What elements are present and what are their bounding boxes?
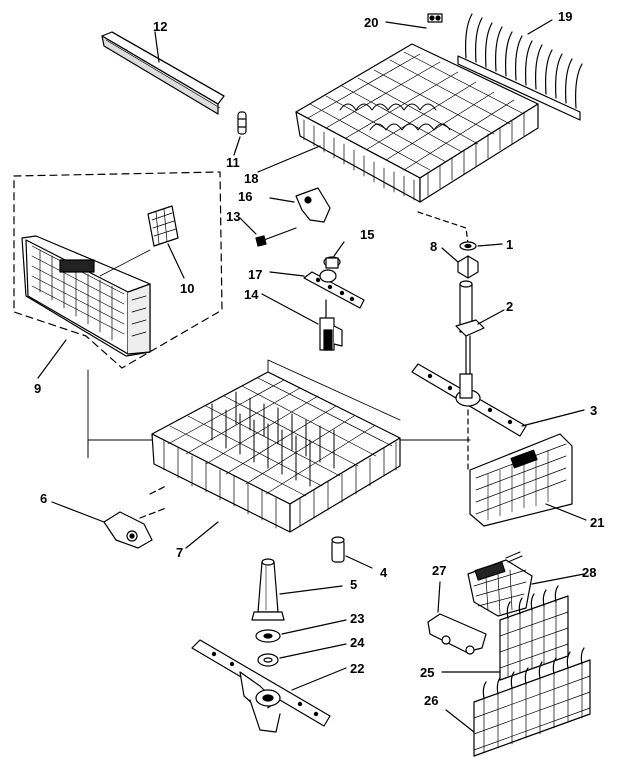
leader-19 [528, 20, 552, 34]
part-13-screw [256, 228, 296, 246]
callout-2: 2 [506, 299, 514, 314]
leader-26 [446, 710, 474, 732]
part-3-middle-spray-arm [412, 364, 526, 436]
callout-3: 3 [590, 403, 598, 418]
callout-15: 15 [360, 227, 375, 242]
callout-18: 18 [244, 171, 259, 186]
callout-20: 20 [364, 15, 379, 30]
dashed-guide-6 [140, 486, 166, 518]
leader-8 [442, 248, 458, 262]
part-10-basket-lid [148, 206, 178, 246]
callout-12: 12 [153, 19, 168, 34]
callout-7: 7 [176, 545, 184, 560]
part-8-nut [458, 256, 478, 278]
part-14-manifold [320, 300, 342, 350]
part-6-wheel-bracket [104, 512, 152, 548]
leader-20 [386, 22, 426, 28]
callout-13: 13 [226, 209, 241, 224]
part-18-upper-rack [296, 44, 538, 202]
leader-18 [258, 146, 320, 172]
part-16-bracket [296, 188, 330, 222]
callout-10: 10 [180, 281, 195, 296]
leader-21 [546, 504, 586, 520]
leader-5 [280, 586, 342, 594]
dashed-guide-upper [418, 212, 468, 244]
leader-4 [346, 556, 372, 568]
leader-22 [292, 668, 346, 690]
leader-15 [334, 242, 344, 256]
part-9-assembly-outline [14, 172, 222, 368]
part-22-lower-spray-arm [192, 640, 330, 732]
callout-16: 16 [238, 189, 253, 204]
callout-26: 26 [424, 693, 439, 708]
part-24-seal [258, 654, 278, 666]
callout-4: 4 [380, 565, 388, 580]
leader-1 [478, 244, 502, 246]
leader-10b [100, 250, 150, 276]
callout-17: 17 [248, 267, 263, 282]
callout-22: 22 [350, 661, 365, 676]
part-19-tine-row [458, 14, 582, 120]
leader-6 [52, 502, 104, 522]
part-15-cap [324, 257, 340, 268]
callout-28: 28 [582, 565, 597, 580]
leader-28 [532, 574, 584, 584]
callout-19: 19 [558, 9, 573, 24]
part-25-tine-panel [500, 586, 568, 680]
leader-24 [280, 644, 346, 658]
callout-14: 14 [244, 287, 259, 302]
callout-1: 1 [506, 237, 514, 252]
leader-14 [262, 294, 318, 324]
leader-23 [282, 620, 346, 634]
callout-9: 9 [34, 381, 42, 396]
part-26-tine-panel [474, 648, 590, 756]
leader-11 [234, 137, 240, 155]
leader-17 [270, 272, 304, 276]
callout-25: 25 [420, 665, 435, 680]
leader-16 [270, 198, 294, 202]
part-7-lower-rack [152, 372, 400, 532]
leader-9 [38, 340, 66, 378]
silverware-basket [22, 236, 150, 356]
callout-11: 11 [226, 155, 240, 170]
part-1-washer [460, 242, 476, 250]
part-27-hinge-bracket [428, 614, 486, 655]
part-4-stud [332, 537, 344, 562]
callout-8: 8 [430, 239, 438, 254]
part-2-spray-tube [456, 281, 484, 376]
leader-27 [438, 582, 440, 612]
callout-27: 27 [432, 563, 447, 578]
part-28-small-basket [468, 552, 532, 616]
part-20-clip [428, 14, 442, 22]
leader-2 [478, 310, 504, 324]
callout-21: 21 [590, 515, 605, 530]
leader-13 [240, 218, 256, 234]
callout-5: 5 [350, 577, 358, 592]
part-21-basket [470, 434, 572, 526]
callout-24: 24 [350, 635, 365, 650]
part-12-rack-rail [102, 32, 224, 114]
leader-12 [155, 32, 159, 62]
callout-23: 23 [350, 611, 365, 626]
part-23-washer [256, 630, 280, 642]
leader-3 [522, 410, 584, 426]
part-5-lower-spray-tube [252, 559, 284, 620]
leader-7 [186, 522, 218, 548]
part-17-upper-spray-arm [304, 270, 364, 308]
leader-10 [168, 244, 184, 278]
part-11-pin [238, 112, 246, 134]
rack-top-guide [268, 360, 400, 420]
callout-6: 6 [40, 491, 48, 506]
